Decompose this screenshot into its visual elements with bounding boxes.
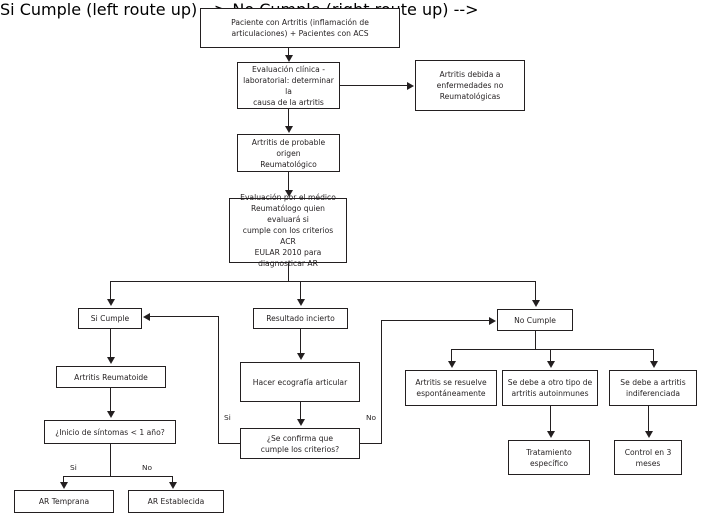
arrow-ecografia-se-confirma bbox=[296, 419, 305, 426]
node-se-confirma-criterios[interactable]: ¿Se confirma que cumple los criterios? bbox=[240, 428, 360, 459]
arrow-artritis-resuelve bbox=[447, 361, 456, 368]
edge-si-cumple-artritis-reumatoide bbox=[110, 329, 112, 358]
edge-bar-artritis-indiferenciada bbox=[653, 349, 655, 362]
arrow-otro-tipo-artritis bbox=[546, 361, 555, 368]
edge-bar-otro-tipo-artritis bbox=[550, 349, 552, 362]
edge-bar-ar-establecida bbox=[172, 476, 174, 484]
node-label: Hacer ecografía articular bbox=[252, 377, 348, 387]
edge-n2-n3 bbox=[340, 85, 407, 87]
edge-n1-n2 bbox=[288, 48, 290, 56]
edge-se-confirma-no-to-box bbox=[381, 320, 489, 322]
arrow-si-cumple-artritis-reumatoide bbox=[106, 357, 115, 364]
arrow-ar-establecida bbox=[168, 482, 177, 489]
node-label: No Cumple bbox=[514, 315, 556, 325]
node-resultado-incierto[interactable]: Resultado incierto bbox=[253, 308, 348, 329]
node-otro-tipo-artritis-autoinmunes[interactable]: Se debe a otro tipo de artritis autoinmu… bbox=[502, 370, 598, 406]
node-label: Tratamiento específico bbox=[526, 447, 572, 468]
arrow-n2-n4 bbox=[284, 126, 293, 133]
edge-inicio-sintomas-bar bbox=[63, 476, 173, 478]
node-label: AR Temprana bbox=[38, 497, 90, 506]
edge-label-si-sintomas: Si bbox=[70, 463, 77, 472]
arrow-se-confirma-si-si-cumple bbox=[143, 312, 150, 321]
edge-indiferenciada-control bbox=[648, 406, 650, 432]
arrow-n2-n3 bbox=[407, 81, 414, 90]
node-tratamiento-especifico[interactable]: Tratamiento específico bbox=[508, 440, 590, 475]
arrow-indiferenciada-control bbox=[644, 431, 653, 438]
edge-no-cumple-trunk bbox=[535, 331, 537, 350]
edge-n2-n4 bbox=[288, 109, 290, 127]
node-artritis-indiferenciada[interactable]: Se debe a artritis indiferenciada bbox=[609, 370, 697, 406]
arrow-artritis-indiferenciada bbox=[649, 361, 658, 368]
node-label: ¿Se confirma que cumple los criterios? bbox=[260, 433, 340, 454]
node-label: AR Establecida bbox=[147, 497, 205, 506]
edge-se-confirma-no-up bbox=[381, 320, 383, 444]
node-label: Se debe a artritis indiferenciada bbox=[620, 378, 686, 398]
arrow-fanout-resultado-incierto bbox=[296, 299, 305, 306]
node-label: Paciente con Artritis (inflamación de ar… bbox=[231, 18, 369, 38]
node-control-3-meses[interactable]: Control en 3 meses bbox=[614, 440, 682, 475]
edge-inicio-sintomas-trunk bbox=[110, 444, 112, 477]
edge-fanout-si-cumple bbox=[110, 281, 112, 300]
edge-fanout-bar bbox=[110, 281, 536, 283]
edge-otro-tipo-tratamiento bbox=[550, 406, 552, 432]
node-label: ¿Inicio de síntomas < 1 año? bbox=[55, 427, 165, 437]
node-no-cumple[interactable]: No Cumple bbox=[497, 309, 573, 331]
node-label: Artritis se resuelve espontáneamente bbox=[415, 378, 487, 398]
edge-label-no-sintomas: No bbox=[142, 463, 153, 472]
edge-ecografia-se-confirma bbox=[300, 402, 302, 420]
edge-fanout-no-cumple bbox=[535, 281, 537, 301]
node-label: Evaluación por el médico Reumatólogo qui… bbox=[240, 193, 336, 268]
node-hacer-ecografia[interactable]: Hacer ecografía articular bbox=[240, 362, 360, 402]
edge-bar-ar-temprana bbox=[63, 476, 65, 484]
edge-n4-n5 bbox=[288, 172, 290, 191]
node-label: Artritis de probable origen Reumatológic… bbox=[251, 137, 326, 169]
edge-fanout-resultado-incierto bbox=[300, 281, 302, 300]
arrow-se-confirma-no-no-cumple bbox=[489, 316, 496, 325]
arrow-n4-n5 bbox=[284, 190, 293, 197]
edge-se-confirma-si-up bbox=[218, 316, 220, 444]
node-label: Resultado incierto bbox=[266, 314, 335, 323]
edge-bar-artritis-resuelve bbox=[451, 349, 453, 362]
node-label: Evaluación clínica - laboratorial: deter… bbox=[243, 64, 334, 107]
edge-label-no-criterios: No bbox=[366, 413, 377, 422]
edge-artritis-reumatoide-inicio-sintomas bbox=[110, 388, 112, 411]
node-artritis-origen-reumatologico[interactable]: Artritis de probable origen Reumatológic… bbox=[237, 134, 340, 172]
node-paciente-artritis[interactable]: Paciente con Artritis (inflamación de ar… bbox=[200, 8, 400, 48]
arrow-ar-temprana bbox=[59, 482, 68, 489]
node-si-cumple[interactable]: Si Cumple bbox=[78, 308, 142, 329]
arrow-fanout-si-cumple bbox=[106, 299, 115, 306]
node-artritis-resuelve-espontaneamente[interactable]: Artritis se resuelve espontáneamente bbox=[405, 370, 497, 406]
node-label: Se debe a otro tipo de artritis autoinmu… bbox=[507, 378, 593, 398]
edge-resultado-incierto-ecografia bbox=[300, 329, 302, 354]
edge-label-si-criterios: Si bbox=[224, 413, 231, 422]
edge-se-confirma-si-to-box bbox=[150, 316, 219, 318]
node-label: Control en 3 meses bbox=[624, 447, 672, 468]
arrow-artritis-reumatoide-inicio-sintomas bbox=[106, 411, 115, 418]
edge-se-confirma-no-out bbox=[359, 443, 382, 445]
node-artritis-reumatoide[interactable]: Artritis Reumatoide bbox=[56, 366, 166, 388]
arrow-fanout-no-cumple bbox=[531, 300, 540, 307]
node-ar-establecida[interactable]: AR Establecida bbox=[128, 490, 224, 513]
edge-no-cumple-bar bbox=[451, 349, 653, 351]
arrow-otro-tipo-tratamiento bbox=[546, 431, 555, 438]
edge-se-confirma-si-out bbox=[218, 443, 241, 445]
node-ar-temprana[interactable]: AR Temprana bbox=[14, 490, 114, 513]
node-evaluacion-reumatologo[interactable]: Evaluación por el médico Reumatólogo qui… bbox=[229, 193, 347, 268]
node-label: Artritis debida a enfermedades no Reumat… bbox=[436, 70, 504, 101]
edge-n5-trunk bbox=[288, 263, 290, 282]
node-inicio-sintomas[interactable]: ¿Inicio de síntomas < 1 año? bbox=[44, 420, 176, 444]
node-label: Si Cumple bbox=[90, 314, 130, 323]
arrow-n1-n2 bbox=[284, 55, 293, 62]
node-evaluacion-clinica[interactable]: Evaluación clínica - laboratorial: deter… bbox=[237, 62, 340, 109]
node-artritis-no-reumatologica[interactable]: Artritis debida a enfermedades no Reumat… bbox=[415, 60, 525, 111]
arrow-resultado-incierto-ecografia bbox=[296, 353, 305, 360]
node-label: Artritis Reumatoide bbox=[74, 372, 148, 382]
